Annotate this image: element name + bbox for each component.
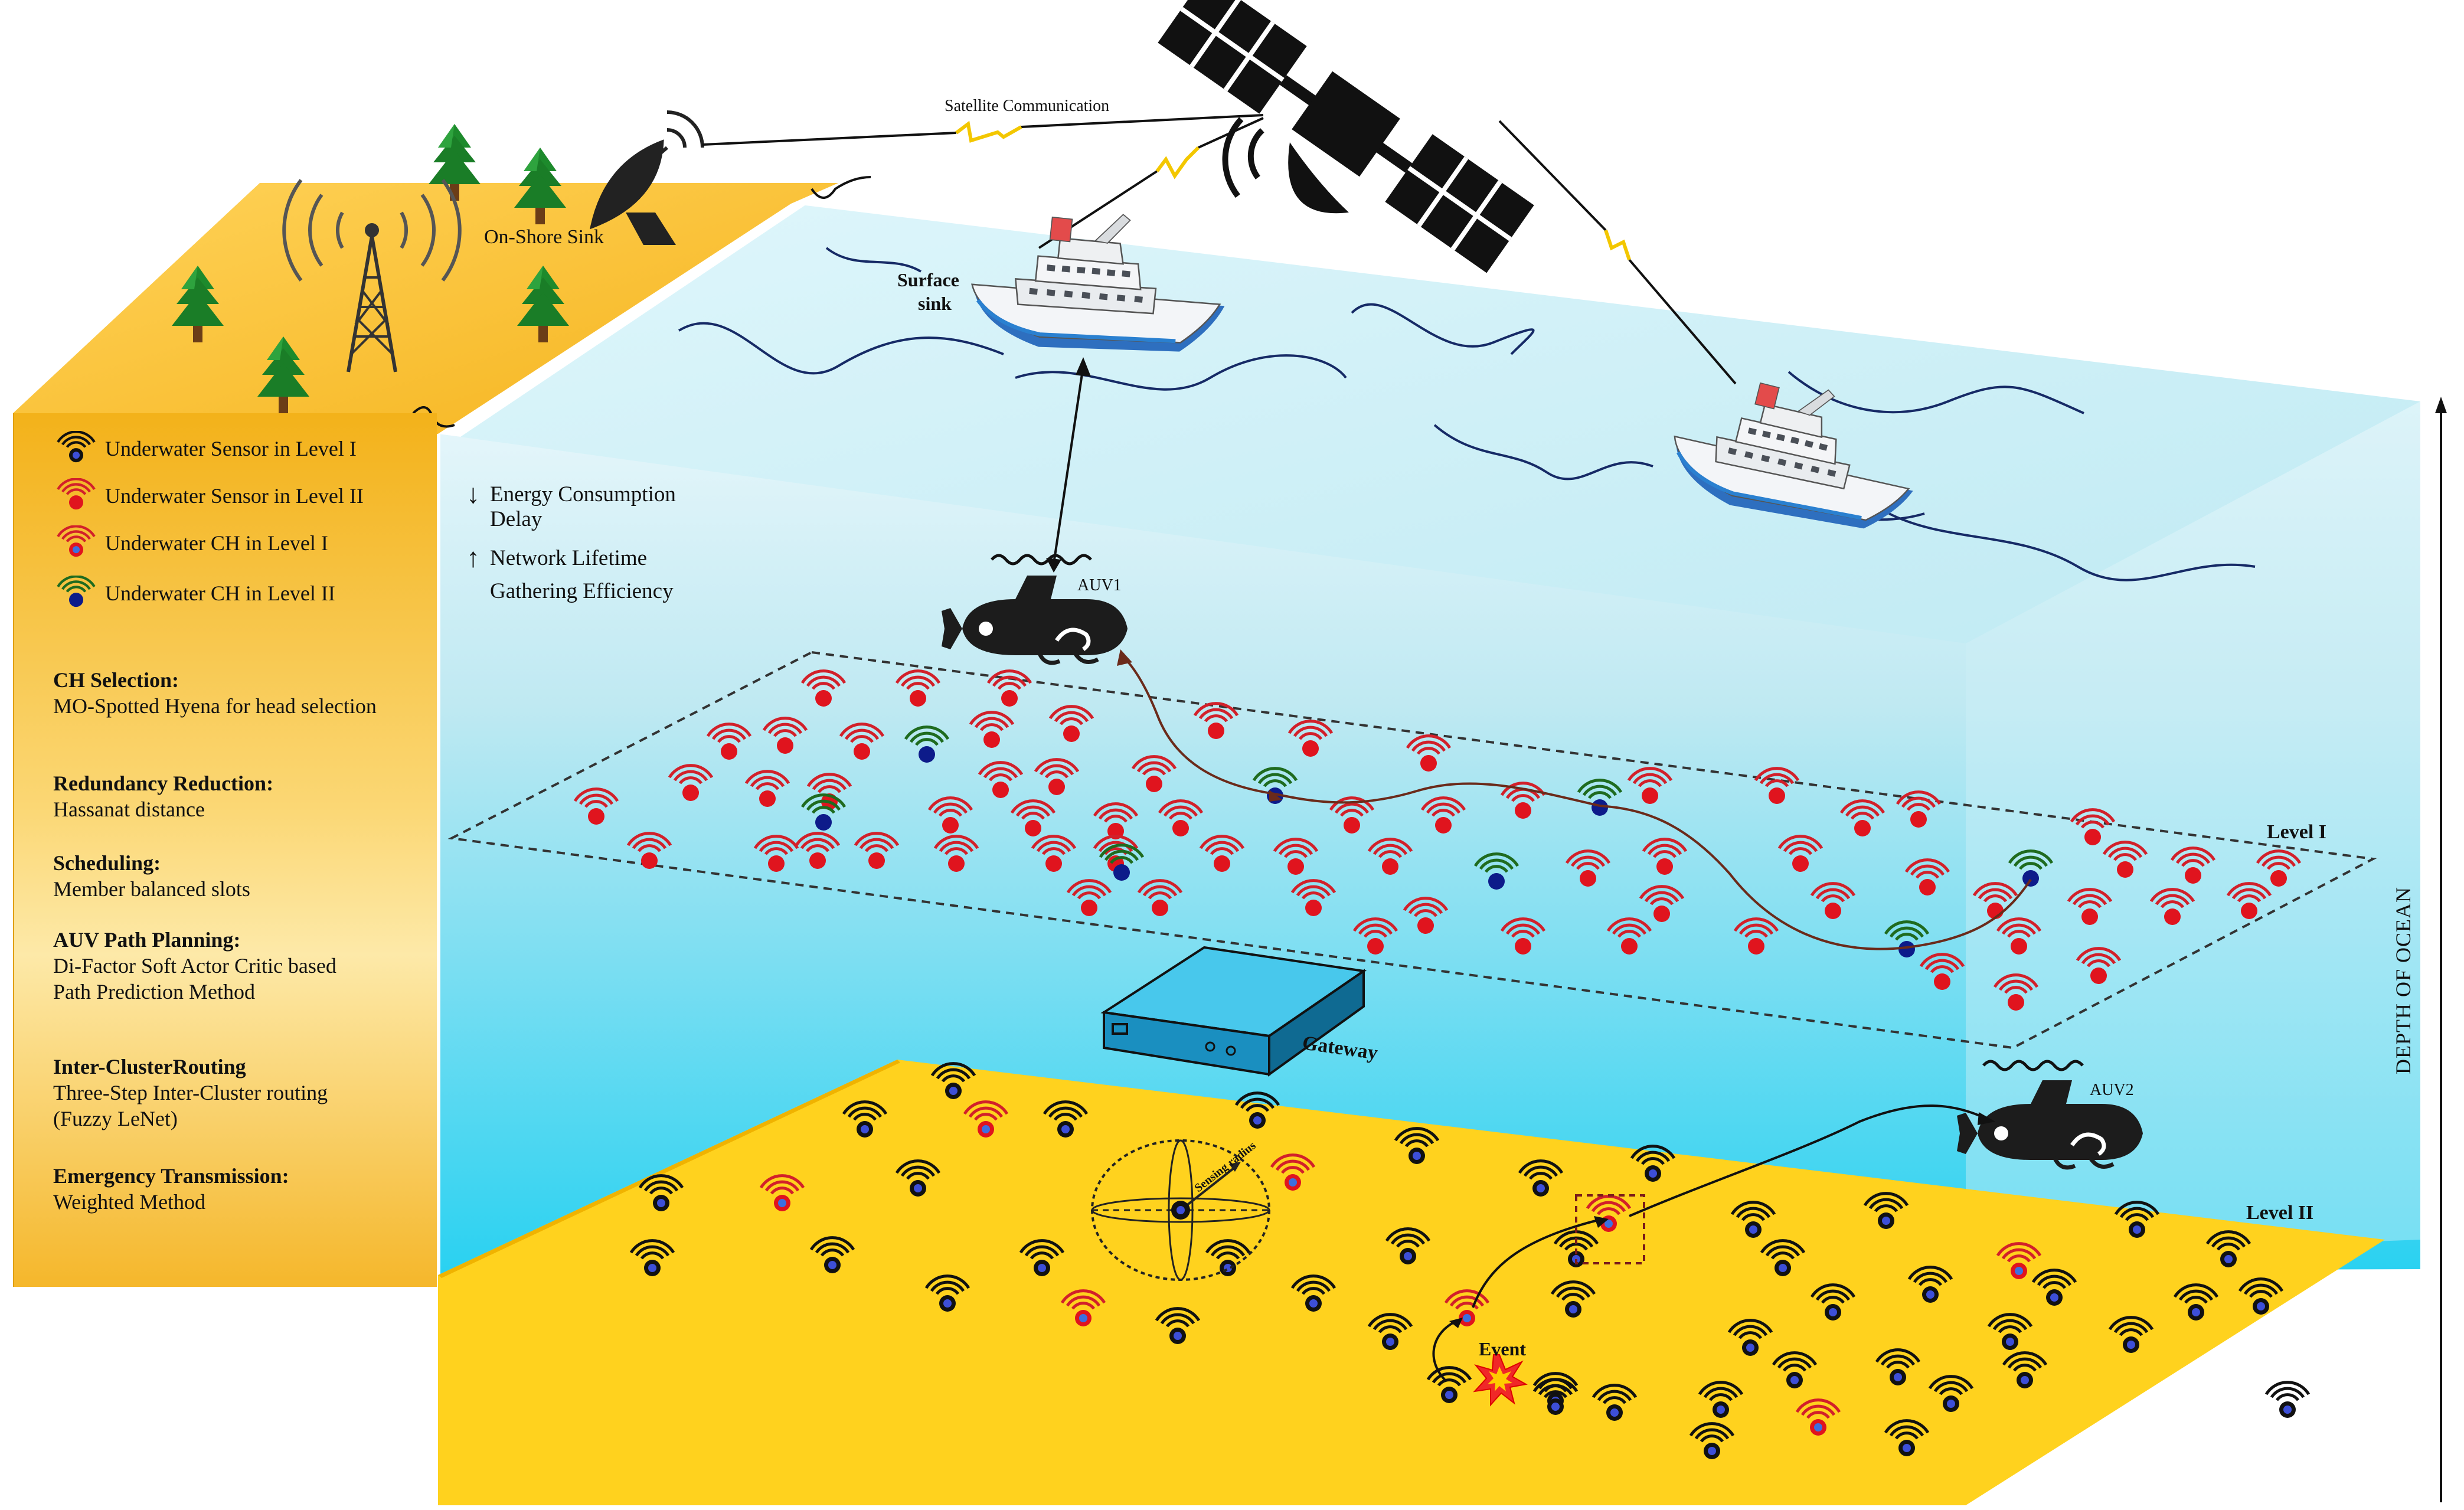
seabed-front-edge bbox=[438, 1060, 900, 1278]
depth-of-ocean-label: DEPTH OF OCEAN bbox=[2391, 886, 2415, 1074]
step-redundancy-reduction: Redundancy Reduction: Hassanat distance bbox=[53, 770, 431, 822]
event-label: Event bbox=[1479, 1338, 1526, 1359]
step-body: Hassanat distance bbox=[53, 798, 205, 821]
step-title: Inter-ClusterRouting bbox=[53, 1055, 246, 1078]
auv1-path bbox=[1117, 649, 2032, 950]
sensing-radius-indicator bbox=[1091, 1139, 1270, 1281]
step-body: Weighted Method bbox=[53, 1190, 206, 1214]
step-title: CH Selection: bbox=[53, 668, 179, 692]
shore-edge-squiggle-2 bbox=[811, 176, 871, 199]
satellite-icon bbox=[1158, 0, 1534, 273]
metrics-decrease-group: ↓ Energy Consumption Delay bbox=[466, 478, 676, 536]
legend-item: Underwater CH in Level I bbox=[55, 525, 328, 561]
surface-sink-label-2: sink bbox=[918, 293, 952, 314]
step-body: MO-Spotted Hyena for head selection bbox=[53, 694, 377, 718]
onshore-sink-label: On-Shore Sink bbox=[484, 226, 604, 248]
up-arrow-icon: ↑ bbox=[466, 542, 480, 573]
auv1-uplink-arrow bbox=[1046, 357, 1091, 573]
legend-item: Underwater Sensor in Level I bbox=[55, 431, 357, 466]
level1-plane bbox=[447, 651, 2377, 1050]
step-title: AUV Path Planning: bbox=[53, 928, 241, 952]
black-sensor-icon bbox=[2266, 1382, 2309, 1418]
auv2-label: AUV2 bbox=[2090, 1081, 2134, 1099]
step-title: Redundancy Reduction: bbox=[53, 772, 274, 795]
metric-gathering-efficiency: Gathering Efficiency bbox=[490, 579, 674, 603]
surface-sink-label-1: Surface bbox=[897, 269, 959, 290]
shore-land bbox=[13, 183, 838, 434]
step-body: Member balanced slots bbox=[53, 877, 250, 901]
legend-label: Underwater CH in Level I bbox=[105, 531, 328, 555]
event-burst-icon bbox=[1473, 1354, 1528, 1407]
red-sensor-icon bbox=[55, 478, 97, 514]
sea-right-face bbox=[1966, 401, 2420, 1257]
legend-item: Underwater CH in Level II bbox=[55, 576, 335, 611]
selected-ch-highlight bbox=[1575, 1194, 1645, 1264]
event-path bbox=[1432, 1104, 1995, 1382]
step-body: Three-Step Inter-Cluster routing (Fuzzy … bbox=[53, 1081, 328, 1130]
metrics-increase-group: ↑ Network Lifetime Gathering Efficiency bbox=[466, 542, 676, 608]
legend-label: Underwater CH in Level II bbox=[105, 581, 335, 605]
step-inter-cluster-routing: Inter-ClusterRouting Three-Step Inter-Cl… bbox=[53, 1054, 336, 1132]
step-title: Scheduling: bbox=[53, 851, 161, 875]
legend-label: Underwater Sensor in Level II bbox=[105, 484, 364, 508]
gateway-icon bbox=[1100, 946, 1367, 1077]
red-ch-icon bbox=[55, 525, 97, 561]
step-emergency-transmission: Emergency Transmission: Weighted Method bbox=[53, 1163, 431, 1215]
satellite-comm-label: Satellite Communication bbox=[945, 97, 1109, 115]
level2-label: Level II bbox=[2246, 1202, 2313, 1224]
step-title: Emergency Transmission: bbox=[53, 1164, 289, 1188]
legend-label: Underwater Sensor in Level I bbox=[105, 437, 357, 460]
metric-network-lifetime: Network Lifetime bbox=[490, 546, 648, 570]
sea-surface bbox=[438, 204, 2420, 643]
metrics-block: ↓ Energy Consumption Delay ↑ Network Lif… bbox=[466, 478, 676, 608]
auv1-label: AUV1 bbox=[1077, 576, 1122, 594]
level1-label: Level I bbox=[2267, 821, 2326, 843]
metric-energy-consumption: Energy Consumption bbox=[490, 482, 676, 506]
green-ch-icon bbox=[55, 576, 97, 611]
radio-tower-icon bbox=[282, 179, 462, 372]
step-scheduling: Scheduling: Member balanced slots bbox=[53, 850, 431, 902]
black-sensor-icon bbox=[55, 431, 97, 466]
legend-item: Underwater Sensor in Level II bbox=[55, 478, 364, 514]
step-auv-path-planning: AUV Path Planning: Di-Factor Soft Actor … bbox=[53, 927, 360, 1005]
satellite-links bbox=[702, 114, 1737, 385]
step-body: Di-Factor Soft Actor Critic based Path P… bbox=[53, 954, 336, 1004]
level2-seabed bbox=[438, 1060, 2385, 1505]
depth-axis bbox=[2435, 397, 2447, 1502]
metric-delay: Delay bbox=[490, 507, 543, 531]
satellite-dish-icon bbox=[590, 110, 704, 245]
surface-waves bbox=[678, 247, 2256, 581]
down-arrow-icon: ↓ bbox=[466, 479, 480, 509]
shore-white-edge bbox=[438, 183, 838, 437]
methodology-sidebar: Underwater Sensor in Level I Underwater … bbox=[13, 413, 437, 1287]
step-ch-selection: CH Selection: MO-Spotted Hyena for head … bbox=[53, 667, 431, 719]
